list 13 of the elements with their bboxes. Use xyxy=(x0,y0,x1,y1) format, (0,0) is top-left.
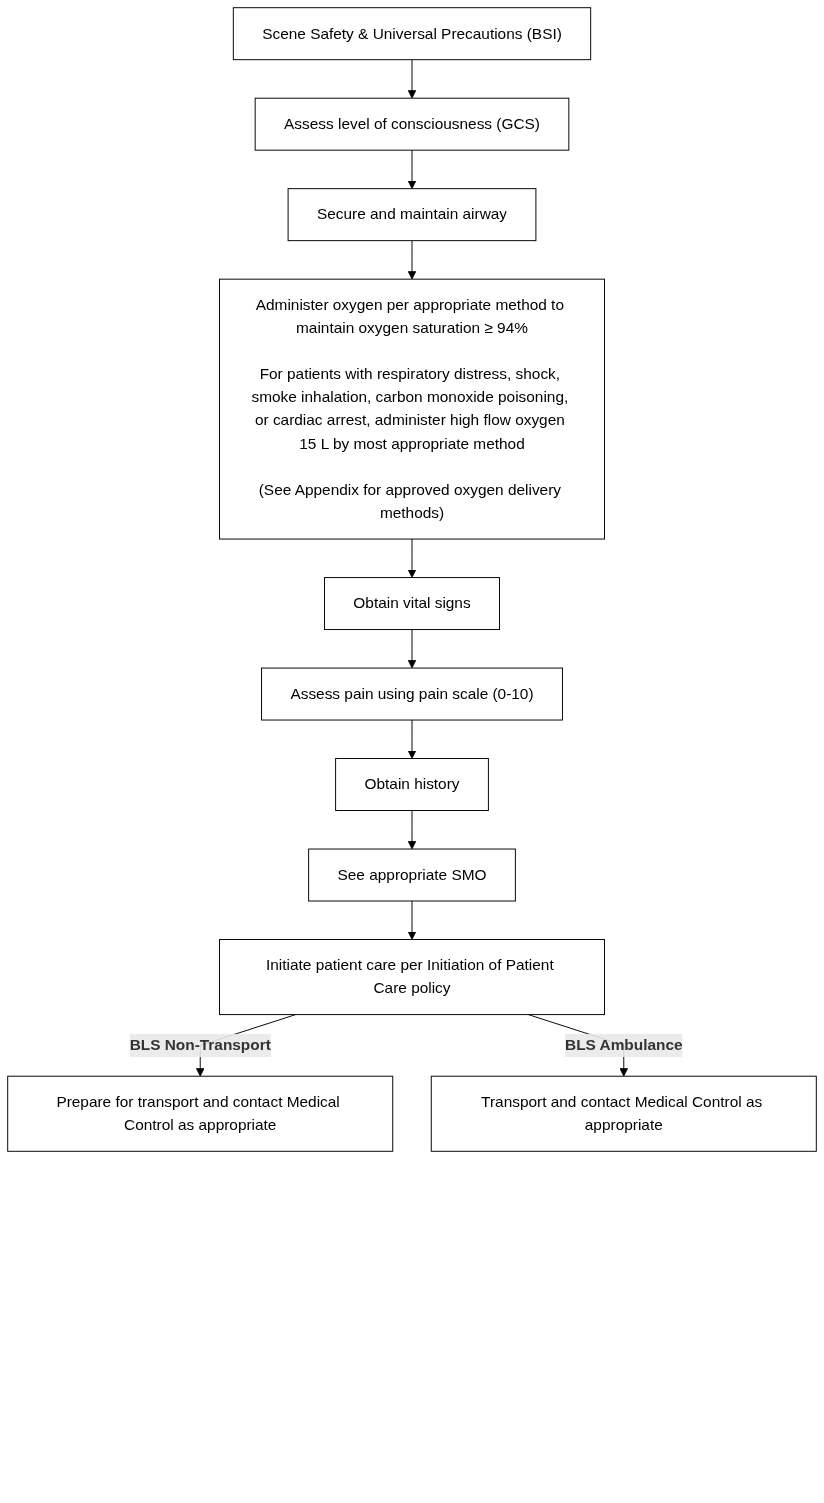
node-box: Administer oxygen per appropriate method to maintain oxygen saturation ≥ 94% For patients with respiratory distress, shock, smoke inhalation, carbon monoxide poisoning, or cardiac arrest, administer high flow oxygen 15 L by most appropriate method (See Appendix for approved oxygen delivery methods) xyxy=(219,278,605,540)
node-box: Prepare for transport and contact Medical Control as appropriate xyxy=(7,1075,394,1152)
node-box: Initiate patient care per Initiation of Patient Care policy xyxy=(219,939,605,1016)
node-box: Secure and maintain airway xyxy=(287,188,537,242)
node-box: Scene Safety & Universal Precautions (BSI) xyxy=(232,7,592,61)
edge-label: BLS Non-Transport xyxy=(129,1036,271,1054)
node-box: Assess pain using pain scale (0-10) xyxy=(261,667,563,721)
node-box: Assess level of consciousness (GCS) xyxy=(254,97,570,151)
node-box: Transport and contact Medical Control as appropriate xyxy=(430,1075,817,1152)
node-box: Obtain history xyxy=(335,758,489,811)
node-box: See appropriate SMO xyxy=(308,848,516,902)
node-box: Obtain vital signs xyxy=(324,577,500,631)
edge-label: BLS Ambulance xyxy=(565,1036,683,1054)
